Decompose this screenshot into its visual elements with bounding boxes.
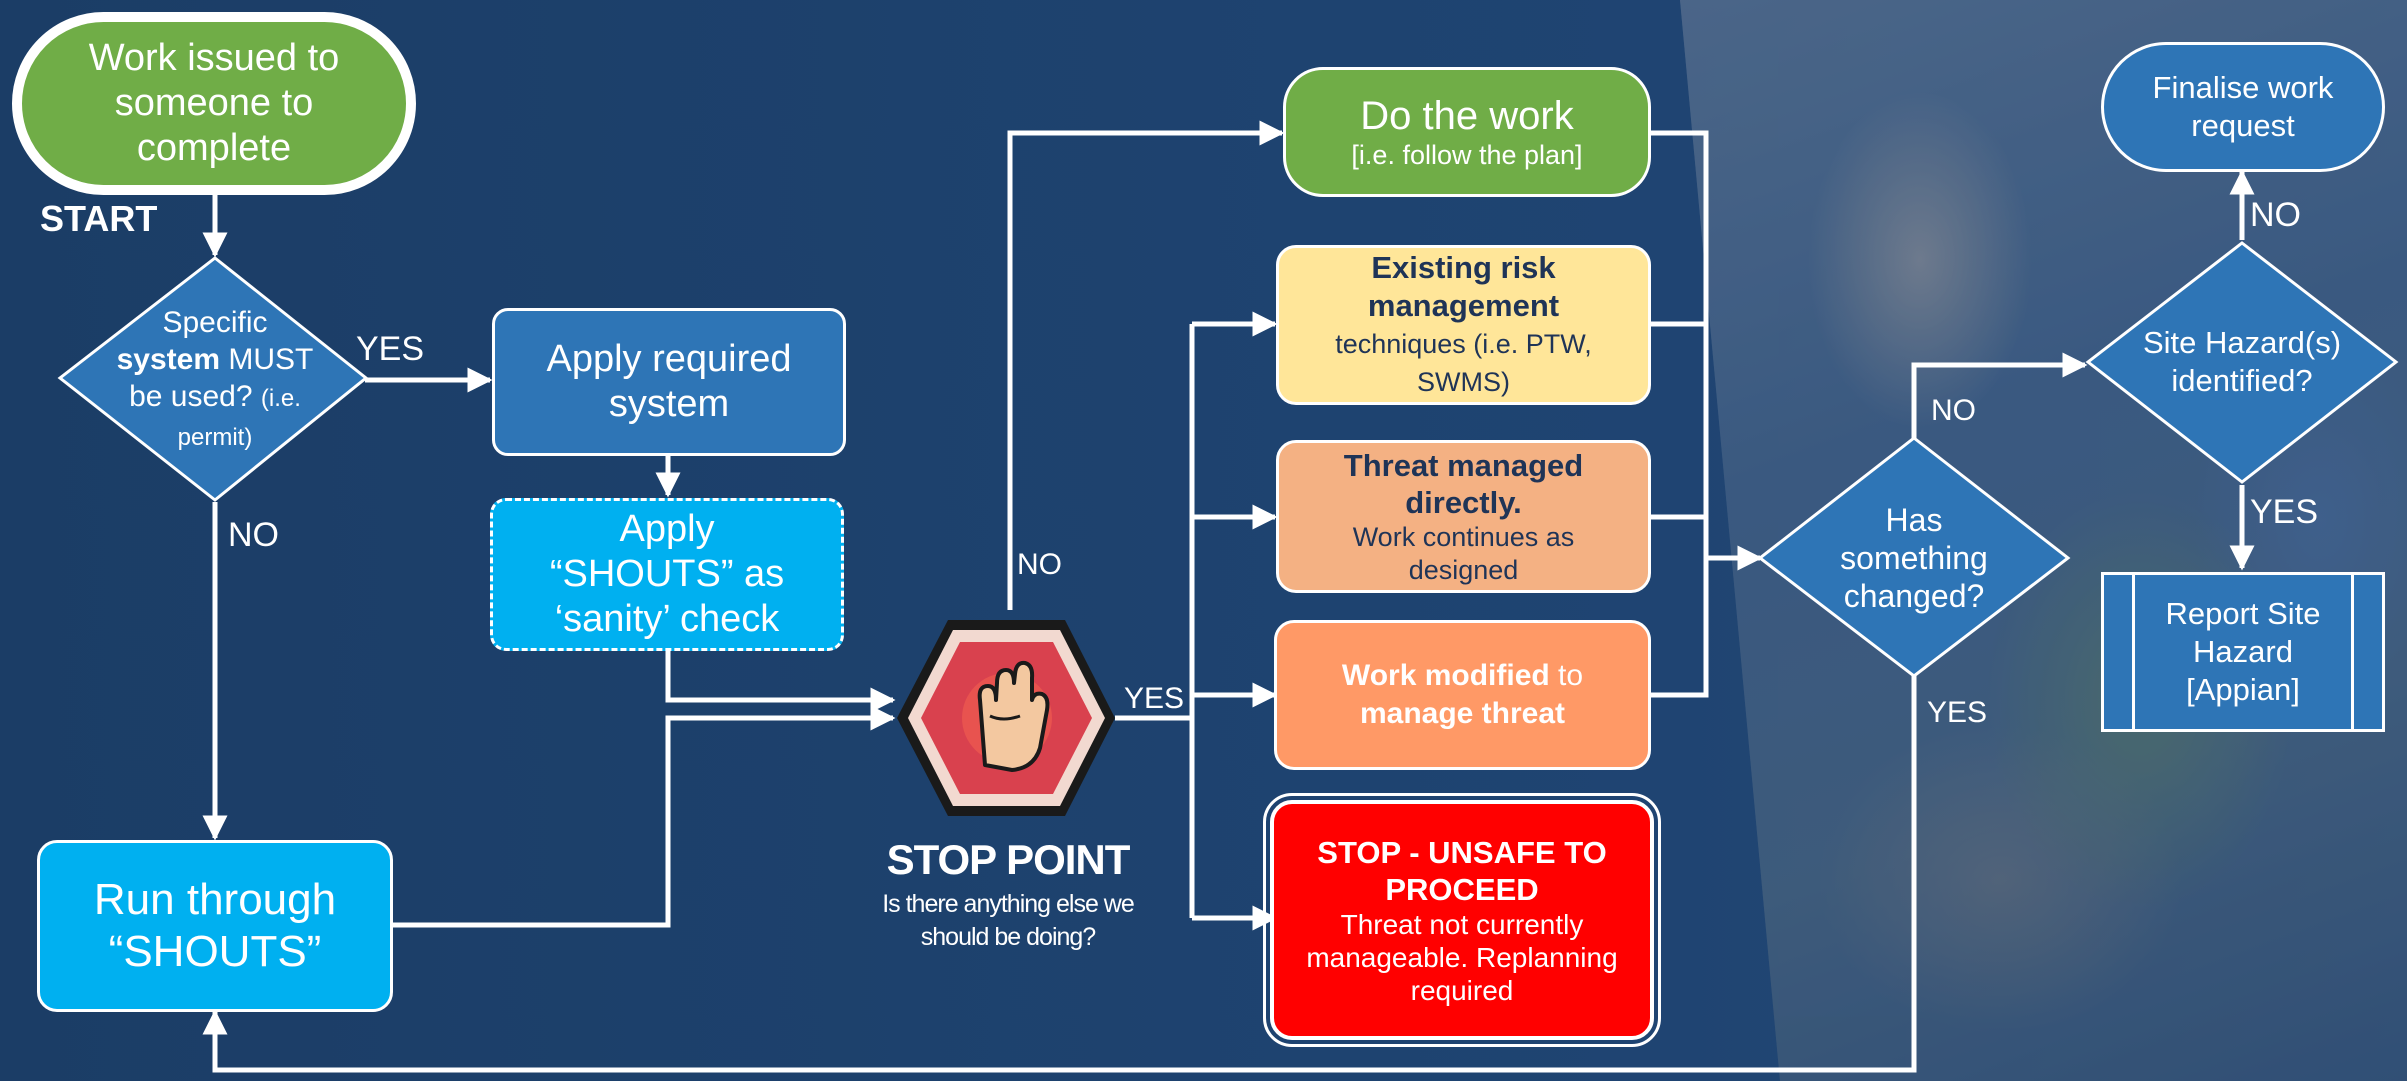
edge-changed-yes	[202, 676, 1917, 1073]
work-modified-mid: to	[1549, 659, 1584, 692]
report-hazard-right-bar	[2351, 575, 2354, 729]
label-yes-system: YES	[356, 330, 425, 368]
edge-changed-no	[1911, 352, 2088, 440]
label-yes-changed: YES	[1927, 696, 1988, 729]
decision-changed-label: Has something changed?	[1840, 502, 1988, 614]
work-modified-box: Work modified to manage threat	[1274, 620, 1651, 770]
edge-stop-no	[1007, 120, 1285, 610]
decision-system-bold: system	[116, 343, 221, 376]
finalise-text: Finalise work request	[2152, 70, 2334, 143]
apply-shouts-text: Apply “SHOUTS” as ‘sanity’ check	[549, 508, 785, 640]
decision-hazard-text: Site Hazard(s) identified?	[2128, 300, 2356, 424]
label-yes-hazard: YES	[2250, 493, 2319, 531]
edge-shouts-stop	[665, 650, 896, 713]
label-no-hazard: NO	[2250, 196, 2301, 234]
decision-hazard-label: Site Hazard(s) identified?	[2142, 325, 2342, 398]
do-work-box: Do the work [i.e. follow the plan]	[1283, 67, 1651, 197]
stop-hand-icon	[897, 620, 1115, 816]
report-hazard-left-bar	[2132, 575, 2135, 729]
start-label: START	[40, 198, 158, 239]
do-work-title: Do the work	[1360, 94, 1574, 138]
stop-point-title: STOP POINT	[886, 836, 1131, 883]
label-no-changed: NO	[1931, 394, 1976, 427]
threat-managed-rest: Work continues as designed	[1352, 521, 1575, 585]
decision-system-mid: MUST be used?	[129, 343, 314, 413]
label-yes-stop: YES	[1124, 682, 1185, 715]
label-no-system: NO	[228, 516, 279, 554]
run-shouts-box: Run through “SHOUTS”	[37, 840, 393, 1012]
start-terminal: Work issued to someone to complete	[12, 12, 416, 195]
run-shouts-text: Run through “SHOUTS”	[93, 875, 337, 976]
stop-point-question: Is there anything else we should be doin…	[882, 890, 1135, 951]
threat-managed-bold: Threat managed directly.	[1343, 447, 1584, 520]
work-modified-bold2: manage threat	[1359, 697, 1566, 730]
finalise-box: Finalise work request	[2101, 42, 2385, 172]
apply-system-box: Apply required system	[492, 308, 846, 456]
report-hazard-text: Report Site Hazard [Appian]	[2165, 596, 2321, 707]
stop-unsafe-box: STOP - UNSAFE TO PROCEED Threat not curr…	[1263, 793, 1661, 1047]
label-no-stop: NO	[1017, 548, 1062, 581]
decision-changed-text: Has something changed?	[1810, 490, 2018, 626]
start-terminal-text: Work issued to someone to complete	[88, 37, 340, 169]
threat-managed-box: Threat managed directly. Work continues …	[1276, 440, 1651, 593]
work-modified-bold1: Work modified	[1341, 659, 1550, 692]
decision-system-small: (i.e. permit)	[177, 385, 301, 451]
stop-unsafe-rest: Threat not currently manageable. Replann…	[1306, 908, 1618, 1006]
do-work-subtitle: [i.e. follow the plan]	[1351, 140, 1583, 170]
decision-system-pre: Specific	[162, 306, 268, 339]
existing-risk-box: Existing risk management techniques (i.e…	[1276, 245, 1651, 405]
apply-system-text: Apply required system	[546, 338, 792, 425]
stop-unsafe-bold: STOP - UNSAFE TO PROCEED	[1317, 834, 1607, 907]
decision-system-text: Specific system MUST be used? (i.e. perm…	[110, 300, 320, 460]
report-hazard-box: Report Site Hazard [Appian]	[2101, 572, 2385, 732]
apply-shouts-box: Apply “SHOUTS” as ‘sanity’ check	[490, 498, 844, 651]
edge-run-stop	[392, 705, 896, 928]
existing-risk-bold: Existing risk management	[1367, 250, 1560, 323]
decision-system-shape	[57, 256, 369, 502]
existing-risk-rest: techniques (i.e. PTW, SWMS)	[1335, 329, 1592, 397]
edge-options-bus	[1650, 130, 1709, 698]
decision-hazard-shape	[2085, 241, 2399, 484]
decision-changed-shape	[1757, 436, 2071, 678]
